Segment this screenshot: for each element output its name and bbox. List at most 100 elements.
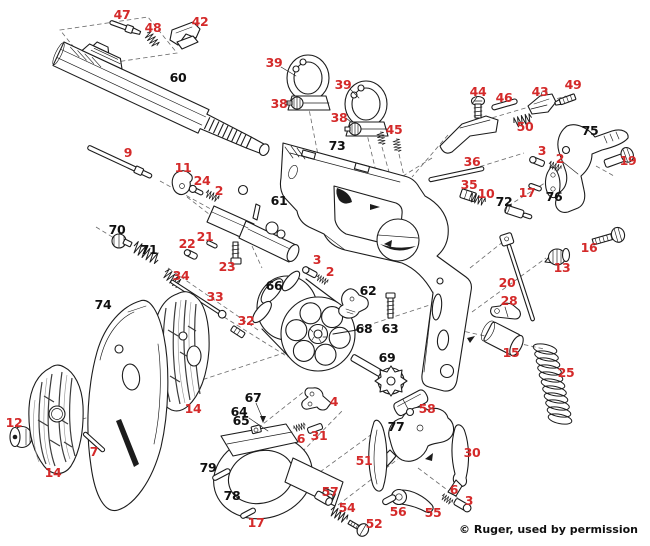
part-label-49: 49 [564, 76, 582, 92]
part-label-70: 70 [108, 221, 126, 237]
part-label-24: 24 [193, 172, 211, 188]
part-3-plunger-d [453, 498, 472, 513]
part-15-cylinder-roller [480, 320, 524, 357]
part-14-grip-panel-left [28, 364, 84, 475]
part-label-51: 51 [355, 452, 373, 468]
part-label-73: 73 [328, 137, 346, 153]
part-68-extractor [307, 323, 329, 345]
part-label-67: 67 [244, 389, 262, 405]
part-label-7: 7 [89, 443, 99, 459]
part-2-spring-a [205, 189, 220, 202]
part-50-spring [513, 113, 533, 128]
part-12-grommet [9, 425, 33, 449]
part-2-spring-b [548, 160, 562, 172]
part-7-pin [82, 431, 106, 453]
part-label-66: 66 [265, 277, 283, 293]
part-22-plunger [183, 249, 198, 260]
part-label-64: 64 [230, 403, 248, 419]
part-label-45: 45 [385, 121, 403, 137]
part-label-71: 71 [140, 241, 158, 257]
part-48-spring [144, 30, 160, 47]
part-label-38: 38 [330, 109, 348, 125]
part-label-36: 36 [463, 153, 481, 169]
assembly-dash-lines [24, 16, 615, 506]
part-label-16: 16 [580, 239, 598, 255]
part-6-spring-a [293, 422, 306, 432]
part-2-spring-c [316, 274, 329, 285]
part-75-hammer [555, 124, 629, 213]
part-74-grip-insert [87, 299, 169, 512]
part-label-47: 47 [113, 6, 131, 22]
part-58-clip [393, 389, 429, 417]
part-9-ejector-rod [87, 145, 153, 179]
part-21-pin [206, 240, 218, 249]
part-label-38: 38 [270, 95, 288, 111]
part-label-50: 50 [516, 118, 534, 134]
part-label-17: 17 [247, 514, 265, 530]
part-label-14: 14 [44, 464, 62, 480]
part-label-72: 72 [495, 193, 513, 209]
part-label-61: 61 [270, 192, 288, 208]
part-17-pin-b [240, 507, 256, 519]
part-label-3: 3 [464, 492, 474, 508]
part-32-bushing [230, 325, 246, 339]
part-17-pin-a [528, 183, 542, 192]
copyright-credit: © Ruger, used by permission [459, 523, 638, 536]
part-label-56: 56 [389, 503, 407, 519]
part-66-cylinder [252, 270, 356, 372]
part-76-pawl [544, 166, 561, 199]
part-label-13: 13 [553, 259, 571, 275]
part-label-12: 12 [5, 414, 23, 430]
part-54-spring [330, 505, 349, 523]
part-13-bushing [544, 247, 571, 266]
part-label-31: 31 [310, 427, 328, 443]
part-label-23: 23 [218, 258, 236, 274]
part-61-crane-assembly [206, 184, 300, 263]
part-label-76: 76 [545, 188, 563, 204]
part-label-60: 60 [169, 69, 187, 85]
part-39-scope-ring-rear [344, 80, 389, 137]
part-55-hand-lever [390, 488, 434, 513]
part-44-screw [470, 95, 486, 119]
part-78-trigger-guard [213, 423, 344, 520]
part-28-lever [490, 302, 521, 320]
part-label-69: 69 [378, 349, 396, 365]
part-label-14: 14 [184, 400, 202, 416]
part-19-pivot-pin [603, 146, 634, 168]
part-label-25: 25 [557, 364, 575, 380]
part-label-46: 46 [495, 89, 513, 105]
leader-lines [248, 66, 478, 432]
part-24-plunger [188, 184, 204, 196]
part-20-hammer-strut [499, 232, 535, 322]
part-label-43: 43 [531, 83, 549, 99]
part-label-15: 15 [502, 344, 520, 360]
part-label-3: 3 [537, 142, 547, 158]
part-38-ring-screw-rear [344, 122, 362, 136]
part-label-2: 2 [555, 150, 565, 166]
part-label-10: 10 [477, 185, 495, 201]
part-label-52: 52 [365, 515, 383, 531]
part-label-48: 48 [144, 19, 162, 35]
part-47-elevation-screw [109, 20, 142, 35]
part-label-42: 42 [191, 13, 209, 29]
part-label-9: 9 [123, 144, 133, 160]
part-label-2: 2 [325, 263, 335, 279]
part-4-hand [301, 387, 332, 411]
rear-sight-assembly [428, 90, 577, 183]
part-79-pin [212, 468, 231, 481]
part-label-74: 74 [94, 296, 112, 312]
part-label-33: 33 [206, 288, 224, 304]
part-39-scope-ring-front [286, 54, 331, 111]
part-42-rear-sight-blade [169, 21, 201, 50]
part-25-mainspring [532, 343, 573, 425]
part-16-screw [591, 226, 626, 246]
part-45-springs [376, 131, 402, 152]
part-36-pin [428, 166, 485, 183]
part-label-39: 39 [334, 76, 352, 92]
part-label-39: 39 [265, 54, 283, 70]
part-label-62: 62 [359, 282, 377, 298]
part-label-34: 34 [172, 267, 190, 283]
